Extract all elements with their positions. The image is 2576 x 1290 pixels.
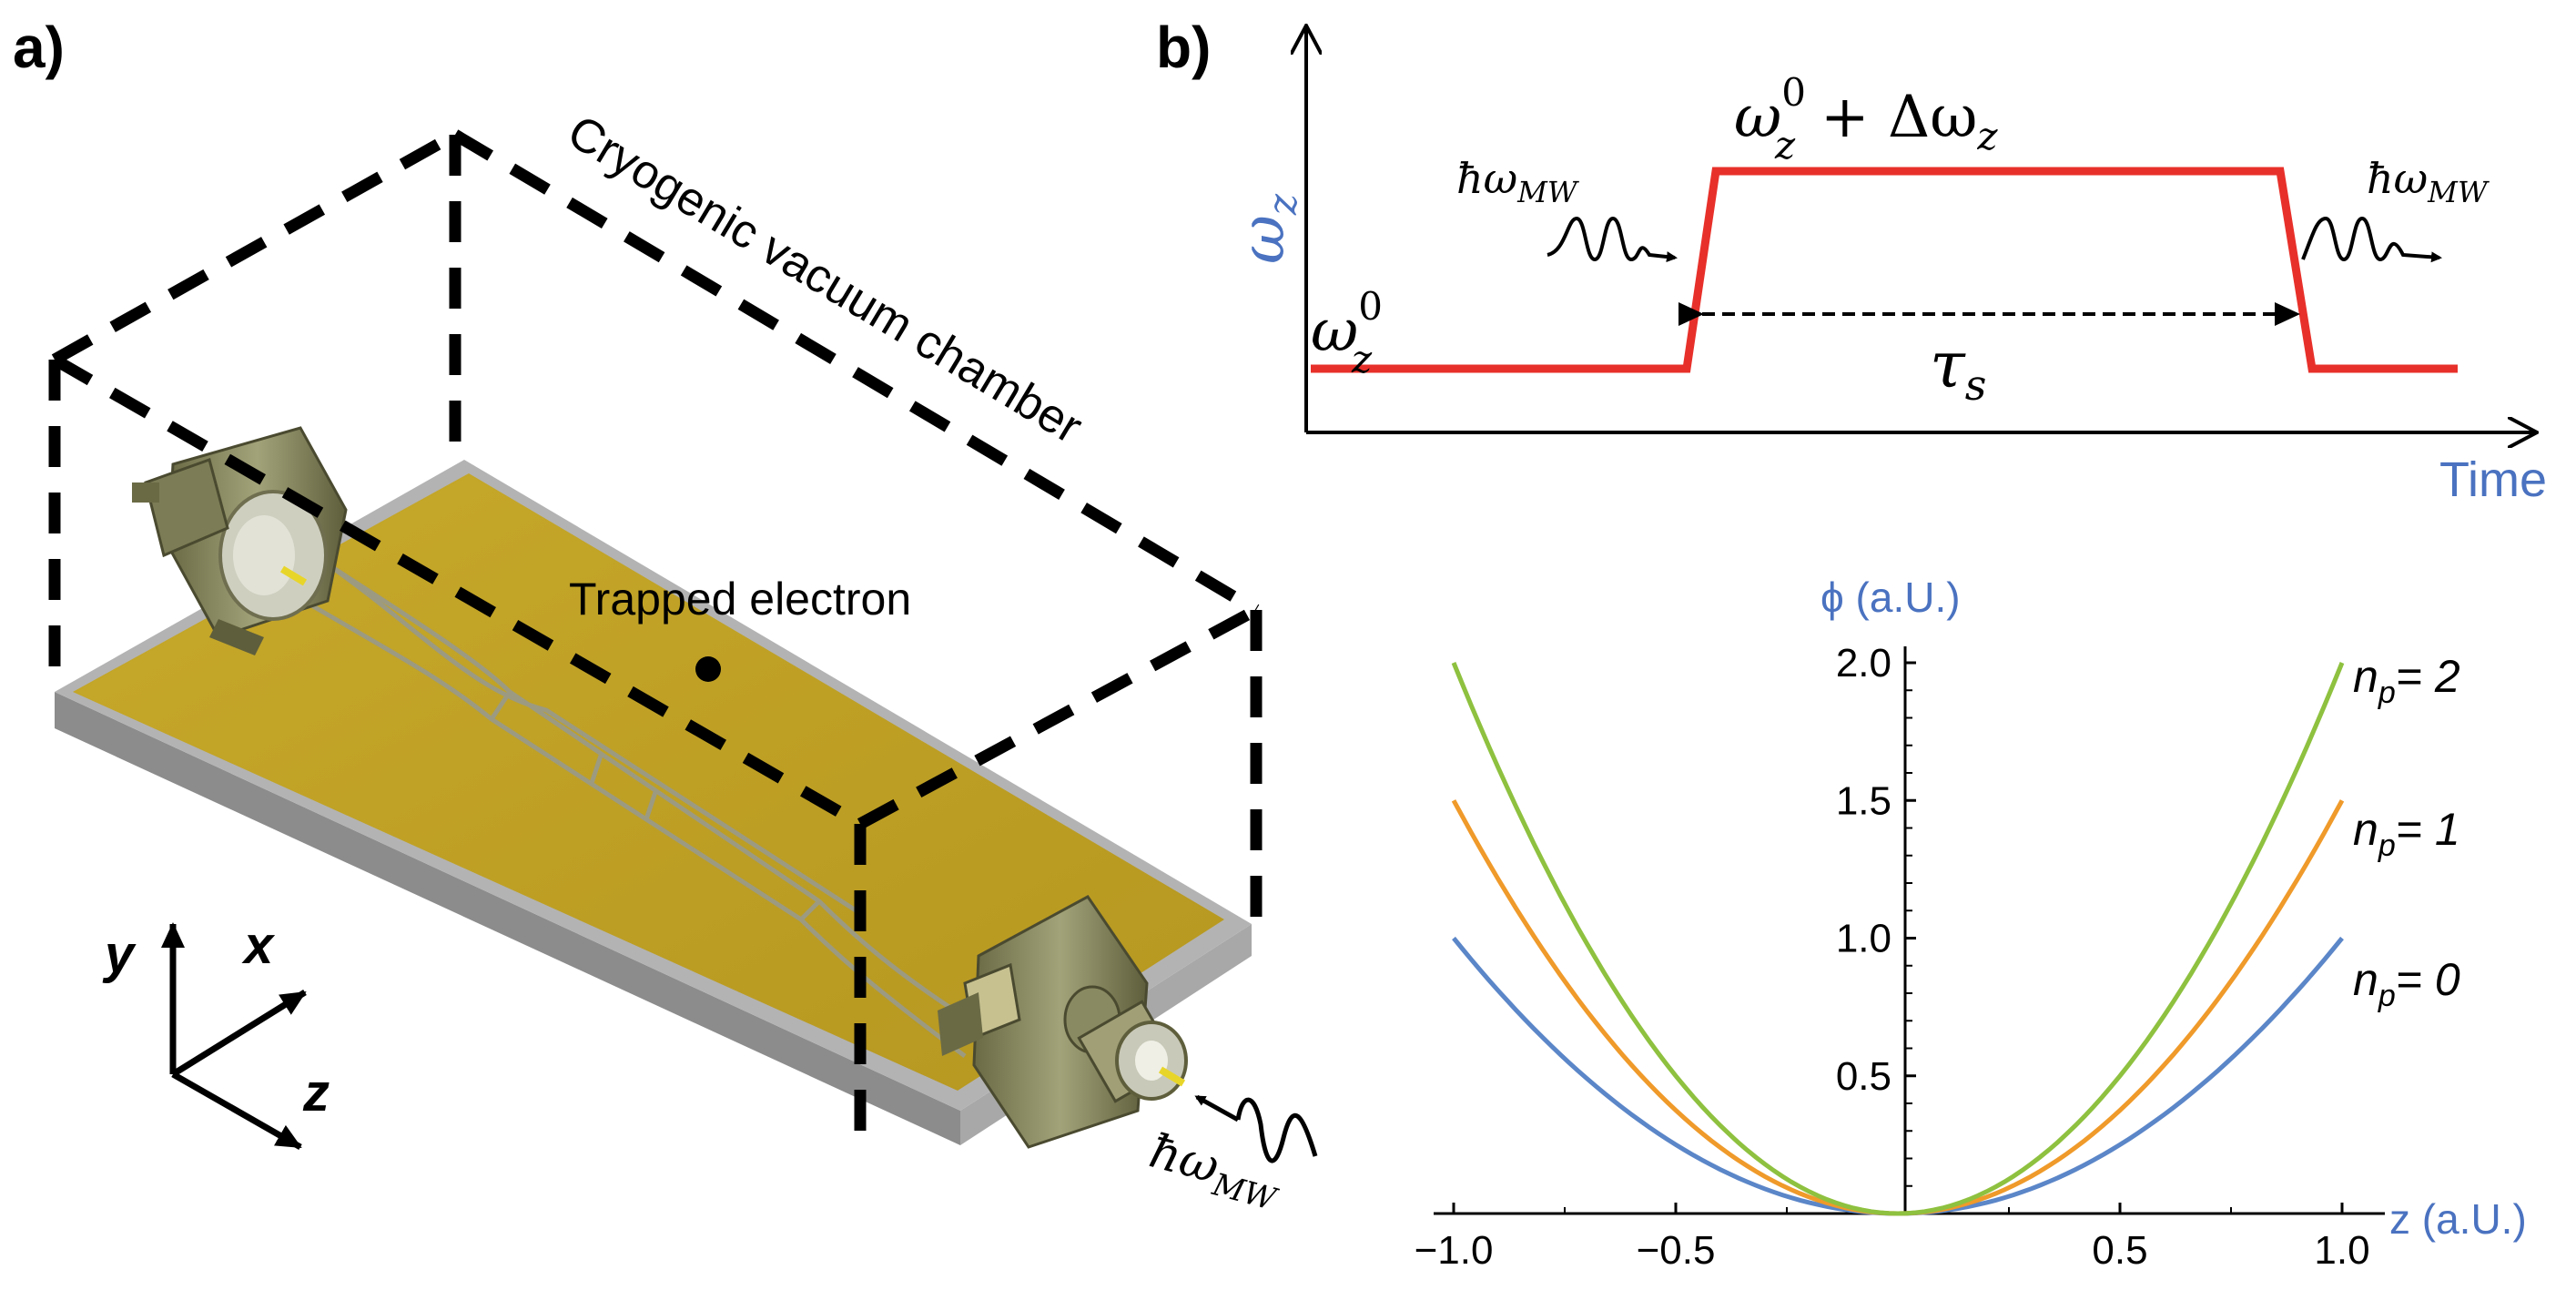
y-tick-label: 1.5: [1836, 778, 1891, 823]
y-tick-label: 0.5: [1836, 1054, 1891, 1099]
chart-series: [1451, 662, 2345, 1216]
x-tick-label: −1.0: [1415, 1228, 1494, 1273]
microwave-right: ħωMW: [2301, 154, 2490, 263]
series-line-n2: [1451, 662, 2345, 1216]
waveguide-traces: [271, 543, 985, 1058]
mw-left-label: ħωMW: [1456, 154, 1580, 209]
chip-substrate: [55, 460, 1252, 1145]
axis-z-label: z: [302, 1063, 330, 1122]
series-label: np= 1: [2353, 804, 2460, 863]
x-tick-label: −0.5: [1637, 1228, 1716, 1273]
gold-plating: [73, 473, 1224, 1091]
y-tick-label: 1.0: [1836, 917, 1891, 961]
x-tick-label: 1.0: [2314, 1228, 2369, 1273]
z-axis-arrow: [171, 1071, 302, 1151]
series-label: np= 0: [2353, 954, 2460, 1013]
axis-y-label: y: [102, 925, 137, 984]
axis-x-label: x: [241, 916, 276, 975]
chart-x-label: z (a.U.): [2389, 1195, 2527, 1243]
series-line-n0: [1452, 936, 2344, 1216]
frequency-pulse: [1311, 167, 2458, 373]
panel-b-label: b): [1156, 15, 1211, 80]
right-sma-connector: [938, 895, 1188, 1149]
potential-chart: ϕ (a.U.) z (a.U.) −1.0 −0.5 0.5 1.0 0.5 1.0 1.…: [1415, 574, 2527, 1273]
mw-input-label: ħωMW: [1142, 1124, 1289, 1219]
substrate-edge-front: [55, 692, 960, 1145]
mw-right-label: ħωMW: [2367, 154, 2490, 209]
panel-a: a): [13, 15, 1318, 1219]
chart-legend: np= 0 np= 1 np= 2: [2353, 651, 2460, 1013]
coordinate-axes: [161, 922, 307, 1151]
series-line-n1: [1451, 799, 2345, 1216]
microwave-input: ħωMW: [1142, 1094, 1318, 1219]
duration-label: τs: [1930, 328, 1986, 410]
chamber-label: Cryogenic vacuum chamber: [559, 106, 1091, 454]
chart-y-label: ϕ (a.U.): [1820, 574, 1961, 621]
vacuum-chamber-outline: [48, 129, 1263, 1147]
microwave-left: ħωMW: [1456, 154, 1678, 263]
pulse-y-label: ωz: [1228, 193, 1306, 264]
series-label: np= 2: [2353, 651, 2460, 710]
trapped-electron: [695, 656, 721, 682]
x-axis-arrow: [171, 990, 307, 1077]
panel-a-label: a): [13, 15, 65, 80]
y-tick-label: 2.0: [1836, 641, 1891, 686]
left-sma-connector: [132, 426, 348, 655]
x-tick-label: 0.5: [2092, 1228, 2147, 1273]
pulse-x-label: Time: [2439, 452, 2547, 507]
electron-label: Trapped electron: [569, 574, 911, 625]
chart-ticks: −1.0 −0.5 0.5 1.0 0.5 1.0 1.5 2.0: [1415, 641, 2370, 1273]
